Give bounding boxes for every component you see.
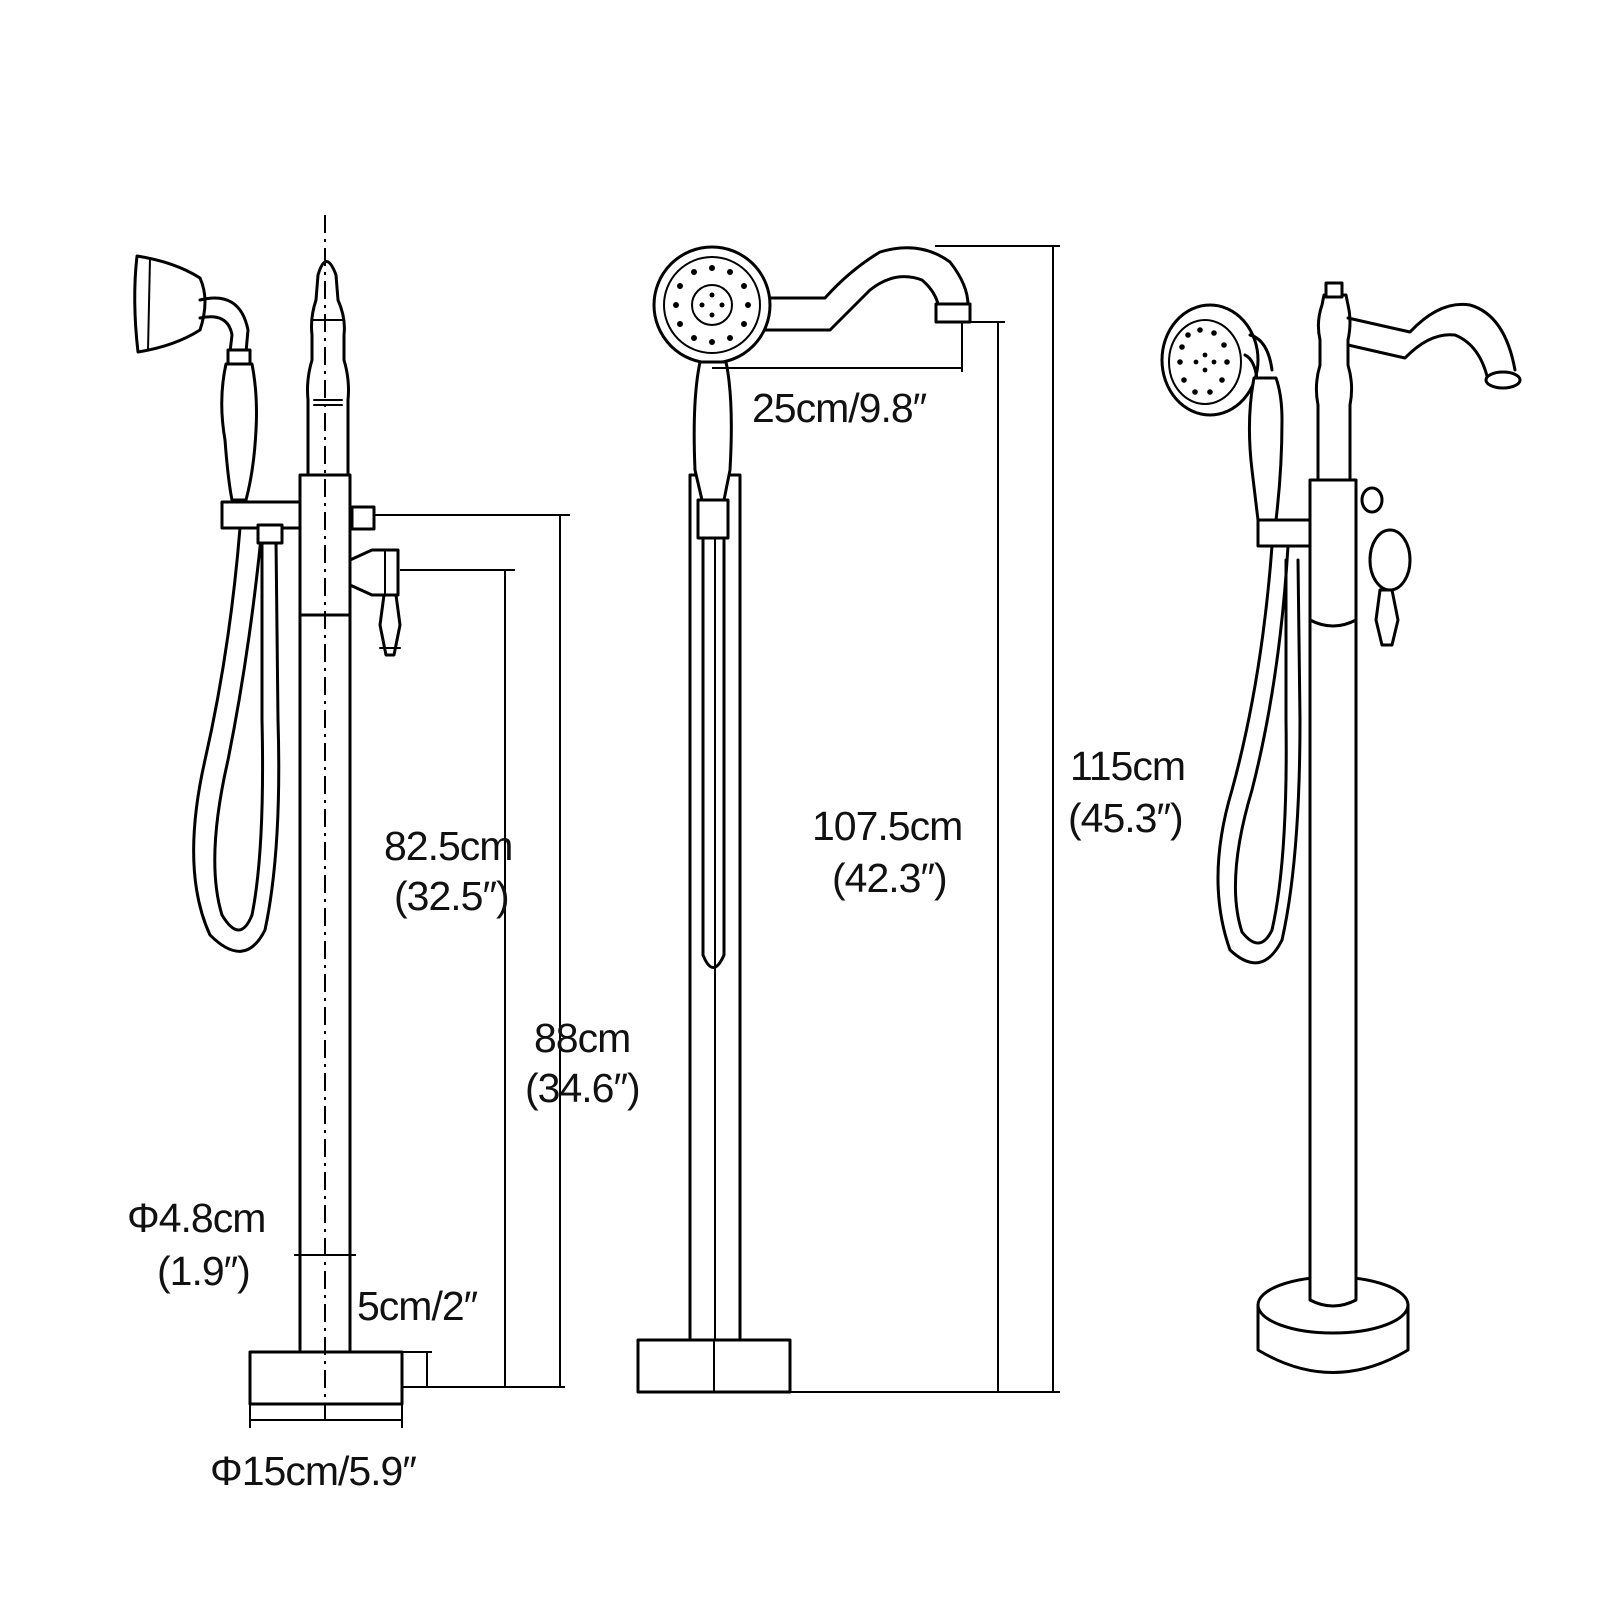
side-view-faucet <box>133 215 404 1420</box>
side-view-diverter-knob <box>350 505 376 531</box>
dimension-labels: 25cm/9.8″ 82.5cm (32.5″) 88cm (34.6″) 10… <box>127 385 1186 1494</box>
perspective-view-hose <box>1216 544 1302 965</box>
side-view-handle-hub <box>348 548 400 597</box>
front-view-hose <box>701 536 726 969</box>
side-view-handshower-head <box>133 254 207 354</box>
perspective-view-handshower-grip <box>1247 376 1284 522</box>
front-view-handshower-grip <box>692 360 733 502</box>
label-total-height-cm: 115cm <box>1070 743 1185 789</box>
front-view-spout-nozzle <box>934 302 972 324</box>
label-height-to-diverter-cm: 82.5cm <box>384 823 512 869</box>
perspective-view-spout-nozzle <box>1484 370 1522 390</box>
perspective-view-spout <box>1346 302 1517 382</box>
perspective-view-holder <box>1256 518 1312 548</box>
side-view-handshower-grip <box>220 362 258 502</box>
perspective-view-showerhead <box>1160 303 1260 417</box>
perspective-view-handle-hub <box>1368 528 1412 592</box>
front-view-showerhead <box>652 245 772 365</box>
label-total-height-in: (45.3″) <box>1068 795 1183 841</box>
front-view-faucet <box>636 245 972 1394</box>
perspective-view-upper-column <box>1314 293 1354 482</box>
label-height-to-diverter-in: (32.5″) <box>394 873 509 919</box>
side-view-hose <box>192 526 281 953</box>
side-view-lever <box>378 593 402 657</box>
label-spout-outlet-height-cm: 107.5cm <box>812 803 962 849</box>
dimension-lines <box>249 245 1060 1428</box>
label-height-to-handle-in: (34.6″) <box>525 1065 640 1111</box>
label-spout-outlet-height-in: (42.3″) <box>832 855 947 901</box>
front-view-spout <box>753 246 970 332</box>
front-view-spray-holes <box>673 265 751 345</box>
label-spout-reach: 25cm/9.8″ <box>752 385 927 431</box>
perspective-view-diverter-knob <box>1360 486 1384 514</box>
front-view-holder <box>696 498 730 540</box>
label-pipe-diameter-in: (1.9″) <box>157 1248 250 1294</box>
side-view-upper-column <box>306 260 350 477</box>
label-base-height: 5cm/2″ <box>357 1283 478 1329</box>
perspective-view-faucet <box>1160 281 1522 1374</box>
perspective-view-column-cap <box>1324 281 1344 299</box>
label-height-to-handle-cm: 88cm <box>534 1015 630 1061</box>
perspective-view-pipe <box>1308 618 1358 1308</box>
perspective-view-lever <box>1374 588 1400 647</box>
label-pipe-diameter-cm: Φ4.8cm <box>127 1195 265 1241</box>
label-base-diameter: Φ15cm/5.9″ <box>210 1448 416 1494</box>
perspective-view-valve-body <box>1308 478 1358 628</box>
perspective-view-spray-holes <box>1177 327 1230 395</box>
